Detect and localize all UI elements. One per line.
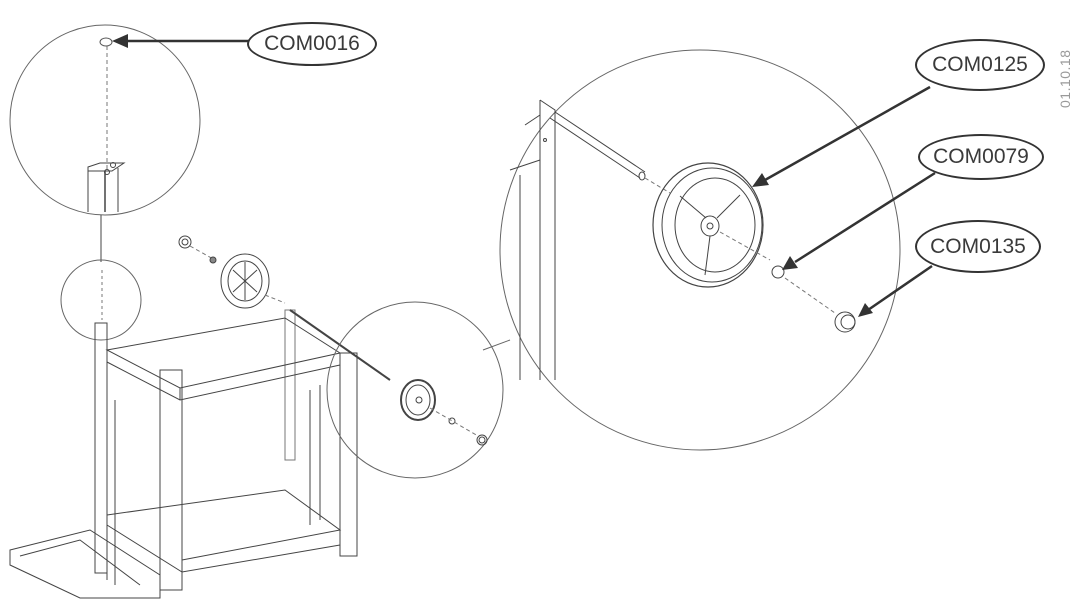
leg-cap-detail-circle xyxy=(9,24,201,216)
callout-com0135: COM0135 xyxy=(915,220,1041,273)
callout-com0079: COM0079 xyxy=(918,134,1044,180)
date-stamp: 01.10.18 xyxy=(1057,49,1073,109)
callout-com0125: COM0125 xyxy=(915,39,1045,91)
callout-com0016: COM0016 xyxy=(247,22,377,66)
